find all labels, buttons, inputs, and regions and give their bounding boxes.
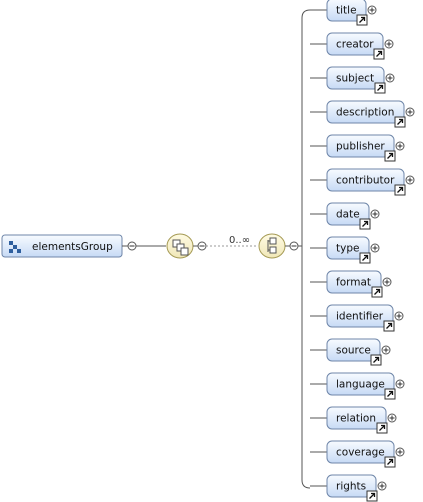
- element-box[interactable]: [326, 202, 370, 226]
- expand-icon[interactable]: [381, 345, 391, 355]
- element-box[interactable]: [326, 406, 387, 430]
- element-label: format: [336, 277, 371, 289]
- expand-icon[interactable]: [395, 447, 405, 457]
- element-label: identifier: [336, 311, 384, 323]
- expand-icon[interactable]: [377, 481, 387, 491]
- element-box[interactable]: [326, 134, 395, 158]
- element-node-creator[interactable]: creator: [310, 32, 394, 60]
- reference-arrow-icon: [384, 388, 396, 400]
- collapse-choice-button[interactable]: [289, 241, 299, 251]
- element-label: coverage: [336, 447, 385, 459]
- element-node-language[interactable]: language: [310, 372, 405, 400]
- element-box[interactable]: [326, 66, 385, 90]
- reference-arrow-icon: [366, 490, 378, 502]
- sequence-icon: [172, 239, 189, 256]
- element-box[interactable]: [326, 474, 377, 498]
- expand-icon[interactable]: [382, 277, 392, 287]
- reference-arrow-icon: [384, 456, 396, 468]
- element-box[interactable]: [326, 372, 395, 396]
- element-label: language: [336, 379, 385, 391]
- element-node-subject[interactable]: subject: [310, 66, 395, 94]
- collapse-root-button[interactable]: [127, 241, 137, 251]
- element-box[interactable]: [326, 270, 382, 294]
- element-label: subject: [336, 73, 374, 85]
- element-node-type[interactable]: type: [310, 236, 380, 264]
- expand-icon[interactable]: [394, 311, 404, 321]
- child-elements: title creator subject description publisher c…: [310, 0, 415, 502]
- element-box[interactable]: [326, 338, 381, 362]
- reference-arrow-icon: [359, 252, 371, 264]
- element-node-relation[interactable]: relation: [310, 406, 397, 434]
- element-node-rights[interactable]: rights: [310, 474, 387, 502]
- reference-arrow-icon: [374, 82, 386, 94]
- reference-arrow-icon: [394, 116, 406, 128]
- reference-arrow-icon: [383, 320, 395, 332]
- element-node-publisher[interactable]: publisher: [310, 134, 405, 162]
- reference-arrow-icon: [356, 14, 368, 26]
- element-node-contributor[interactable]: contributor: [310, 168, 415, 196]
- element-label: type: [336, 243, 359, 255]
- element-label: source: [336, 345, 371, 357]
- expand-icon[interactable]: [384, 39, 394, 49]
- element-box[interactable]: [326, 236, 370, 260]
- element-box[interactable]: [326, 168, 405, 192]
- expand-icon[interactable]: [370, 243, 380, 253]
- element-label: creator: [336, 39, 374, 51]
- expand-icon[interactable]: [370, 209, 380, 219]
- sequence-compositor[interactable]: [166, 233, 194, 259]
- element-label: description: [336, 107, 394, 119]
- expand-icon[interactable]: [385, 73, 395, 83]
- reference-arrow-icon: [373, 48, 385, 60]
- element-box[interactable]: [326, 32, 384, 56]
- element-label: date: [336, 209, 360, 221]
- element-node-coverage[interactable]: coverage: [310, 440, 405, 468]
- element-label: rights: [336, 481, 366, 493]
- element-node-format[interactable]: format: [310, 270, 392, 298]
- expand-icon[interactable]: [405, 175, 415, 185]
- element-box[interactable]: [326, 304, 394, 328]
- reference-arrow-icon: [384, 150, 396, 162]
- collapse-seq-button[interactable]: [197, 241, 207, 251]
- choice-icon: [267, 237, 277, 254]
- root-node[interactable]: elementsGroup: [1, 234, 123, 258]
- element-node-title[interactable]: title: [310, 0, 377, 26]
- element-node-source[interactable]: source: [310, 338, 391, 366]
- element-node-description[interactable]: description: [310, 100, 415, 128]
- root-label: elementsGroup: [32, 241, 113, 253]
- element-box[interactable]: [326, 100, 405, 124]
- choice-compositor[interactable]: [258, 233, 286, 259]
- reference-arrow-icon: [359, 218, 371, 230]
- expand-icon[interactable]: [367, 5, 377, 15]
- reference-arrow-icon: [370, 354, 382, 366]
- children-bracket: [301, 9, 311, 489]
- element-label: title: [336, 5, 357, 17]
- element-node-date[interactable]: date: [310, 202, 380, 230]
- element-box[interactable]: [326, 0, 367, 22]
- element-label: contributor: [336, 175, 395, 187]
- occurrence-label: 0..∞: [229, 235, 250, 246]
- expand-icon[interactable]: [395, 379, 405, 389]
- reference-arrow-icon: [394, 184, 406, 196]
- reference-arrow-icon: [371, 286, 383, 298]
- expand-icon[interactable]: [387, 413, 397, 423]
- element-node-identifier[interactable]: identifier: [310, 304, 404, 332]
- group-icon: [9, 241, 21, 253]
- element-label: publisher: [336, 141, 385, 153]
- expand-icon[interactable]: [405, 107, 415, 117]
- reference-arrow-icon: [376, 422, 388, 434]
- expand-icon[interactable]: [395, 141, 405, 151]
- element-box[interactable]: [326, 440, 395, 464]
- element-label: relation: [336, 413, 376, 425]
